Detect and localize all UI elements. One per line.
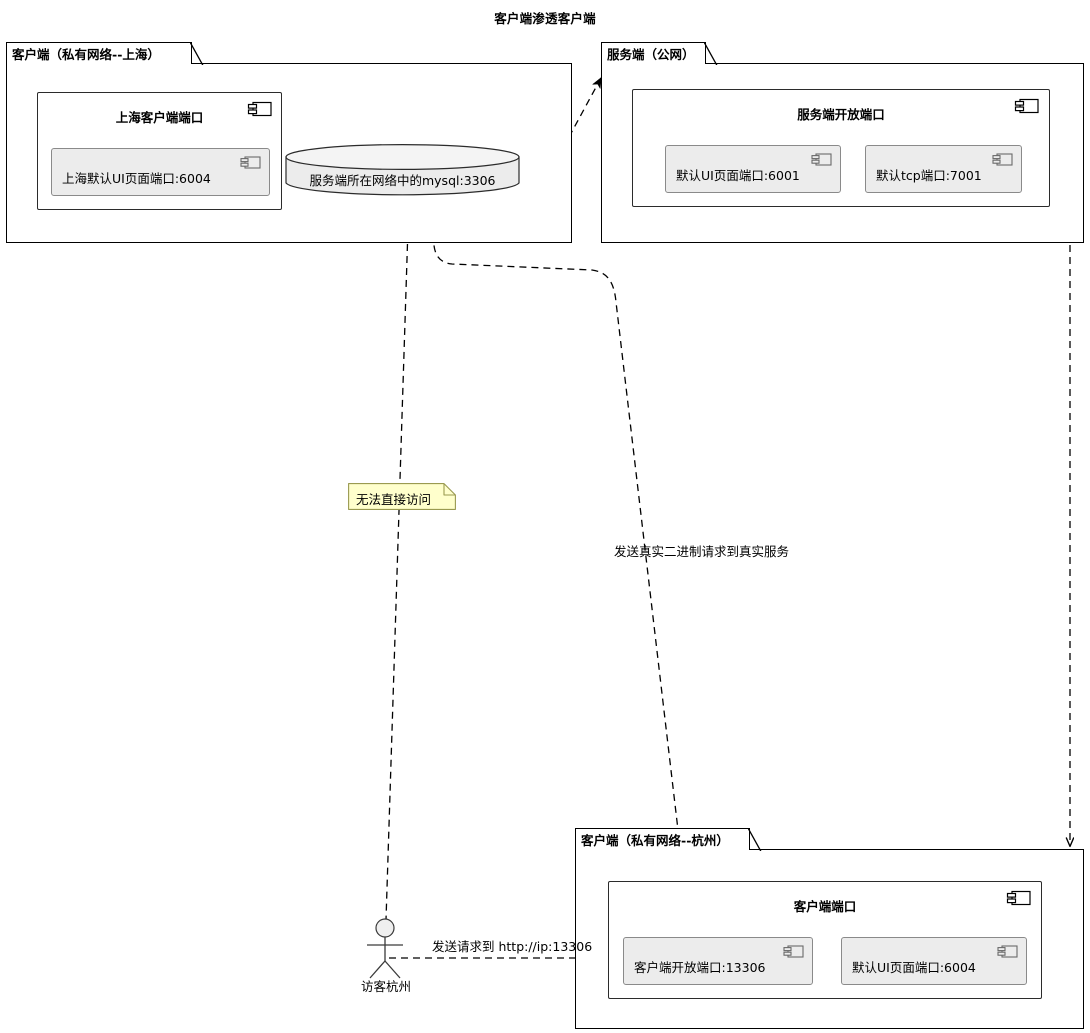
port-label: 默认UI页面端口:6004 <box>852 960 976 975</box>
uml-component-icon <box>811 152 833 171</box>
port-shanghai-ui-6004[interactable]: 上海默认UI页面端口:6004 <box>51 148 270 196</box>
edge-mysql-to-visitor <box>385 195 410 921</box>
edge-shanghai-to-server <box>568 77 602 138</box>
database-label: 服务端所在网络中的mysql:3306 <box>309 173 496 188</box>
uml-component-icon <box>997 944 1019 963</box>
actor-stick-figure-icon <box>367 918 403 979</box>
tab-slant-icon <box>748 827 762 851</box>
note-cannot-access[interactable]: 无法直接访问 <box>348 483 456 510</box>
component-title: 服务端开放端口 <box>797 107 885 122</box>
uml-component-icon <box>1014 97 1040 119</box>
component-server-open-ports[interactable]: 服务端开放端口 默认UI页面端口:6001 <box>632 89 1050 207</box>
uml-component-icon <box>247 100 273 122</box>
port-hangzhou-ui-6004[interactable]: 默认UI页面端口:6004 <box>841 937 1027 985</box>
port-label: 默认UI页面端口:6001 <box>676 168 800 183</box>
node-client-hangzhou[interactable]: 客户端端口 客户端开放端口:13306 <box>575 849 1084 1029</box>
port-server-ui-6001[interactable]: 默认UI页面端口:6001 <box>665 145 841 193</box>
node-tab-server-public: 服务端（公网） <box>601 41 718 65</box>
component-hangzhou-client-ports[interactable]: 客户端端口 客户端开放端口:13306 <box>608 881 1042 999</box>
database-mysql[interactable]: 服务端所在网络中的mysql:3306 <box>285 144 520 196</box>
port-label: 上海默认UI页面端口:6004 <box>62 171 211 186</box>
page-title: 客户端渗透客户端 <box>494 11 596 26</box>
node-tab-client-hangzhou: 客户端（私有网络--杭州） <box>575 827 762 851</box>
component-shanghai-client-port[interactable]: 上海客户端端口 上海默认UI页面端口:6004 <box>37 92 282 210</box>
edge-label-text: 发送请求到 http://ip:13306 <box>432 939 593 954</box>
edge-label-http-request: 发送请求到 http://ip:13306 <box>432 936 592 955</box>
node-client-shanghai[interactable]: 上海客户端端口 上海默认UI页面端口:6004 <box>6 63 572 243</box>
port-label: 客户端开放端口:13306 <box>634 960 766 975</box>
actor-label: 访客杭州 <box>360 979 412 994</box>
actor-visitor-hangzhou[interactable]: 访客杭州 <box>358 918 414 998</box>
port-label: 默认tcp端口:7001 <box>876 168 982 183</box>
edge-label-binary-request: 发送真实二进制请求到真实服务 <box>614 541 789 560</box>
uml-component-icon <box>240 155 262 174</box>
node-server-public[interactable]: 服务端开放端口 默认UI页面端口:6001 <box>601 63 1084 243</box>
uml-component-icon <box>783 944 805 963</box>
note-text: 无法直接访问 <box>356 492 432 507</box>
cylinder-shape <box>285 144 520 196</box>
edge-label-text: 发送真实二进制请求到真实服务 <box>614 544 790 559</box>
node-tab-label: 服务端（公网） <box>607 47 695 62</box>
tab-slant-icon <box>190 41 204 65</box>
edge-hangzhou-to-mysql <box>431 205 691 933</box>
tab-slant-icon <box>704 41 718 65</box>
uml-component-icon <box>992 152 1014 171</box>
node-tab-client-shanghai: 客户端（私有网络--上海） <box>6 41 204 65</box>
node-tab-label: 客户端（私有网络--上海） <box>12 47 160 62</box>
port-hangzhou-open-13306[interactable]: 客户端开放端口:13306 <box>623 937 813 985</box>
port-server-tcp-7001[interactable]: 默认tcp端口:7001 <box>865 145 1022 193</box>
node-tab-label: 客户端（私有网络--杭州） <box>581 833 729 848</box>
component-title: 上海客户端端口 <box>115 110 204 125</box>
uml-component-icon <box>1006 889 1032 911</box>
component-title: 客户端端口 <box>793 899 857 914</box>
